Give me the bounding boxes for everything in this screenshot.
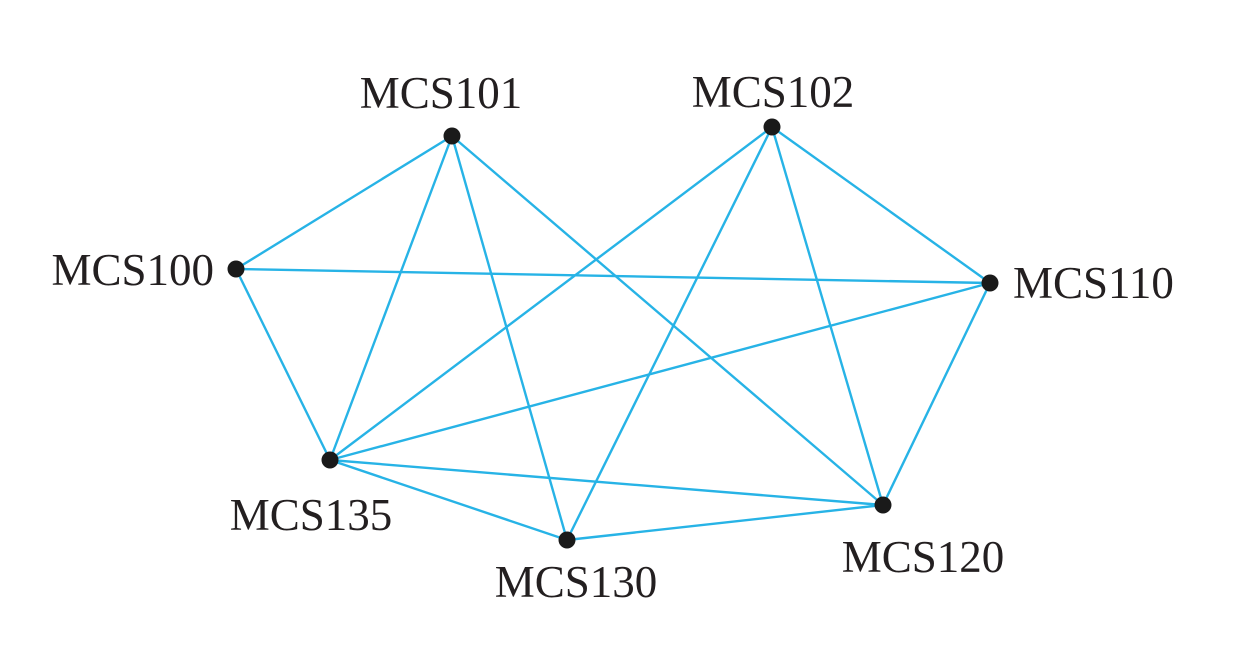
- nodes-layer: [227, 118, 999, 549]
- edge-mcs102-mcs130: [565, 125, 774, 542]
- edge-mcs101-mcs135: [328, 134, 454, 462]
- edge-mcs101-mcs120: [450, 134, 885, 507]
- edge-mcs102-mcs110: [770, 125, 992, 285]
- edge-mcs135-mcs120: [328, 458, 885, 507]
- edge-mcs130-mcs120: [565, 503, 885, 542]
- node-label-mcs100: MCS100: [51, 245, 214, 295]
- node-mcs102: [763, 118, 781, 136]
- node-label-mcs101: MCS101: [360, 68, 523, 118]
- node-mcs100: [227, 260, 245, 278]
- node-mcs120: [874, 496, 892, 514]
- node-label-mcs135: MCS135: [230, 490, 393, 540]
- node-mcs101: [443, 127, 461, 145]
- edge-mcs135-mcs130: [328, 458, 569, 542]
- edge-mcs102-mcs135: [328, 125, 774, 462]
- node-mcs130: [558, 531, 576, 549]
- node-label-mcs130: MCS130: [495, 557, 658, 607]
- edge-mcs110-mcs135: [328, 281, 992, 462]
- edge-mcs100-mcs110: [234, 267, 992, 285]
- node-label-mcs110: MCS110: [1013, 258, 1174, 308]
- edge-mcs102-mcs120: [770, 125, 885, 507]
- edge-mcs100-mcs135: [234, 267, 332, 462]
- node-label-mcs102: MCS102: [692, 67, 855, 117]
- edge-mcs100-mcs101: [234, 134, 454, 271]
- node-mcs110: [981, 274, 999, 292]
- node-label-mcs120: MCS120: [842, 532, 1005, 582]
- edges-layer: [234, 125, 992, 542]
- node-mcs135: [321, 451, 339, 469]
- edge-mcs110-mcs120: [881, 281, 992, 507]
- edge-mcs101-mcs130: [450, 134, 569, 542]
